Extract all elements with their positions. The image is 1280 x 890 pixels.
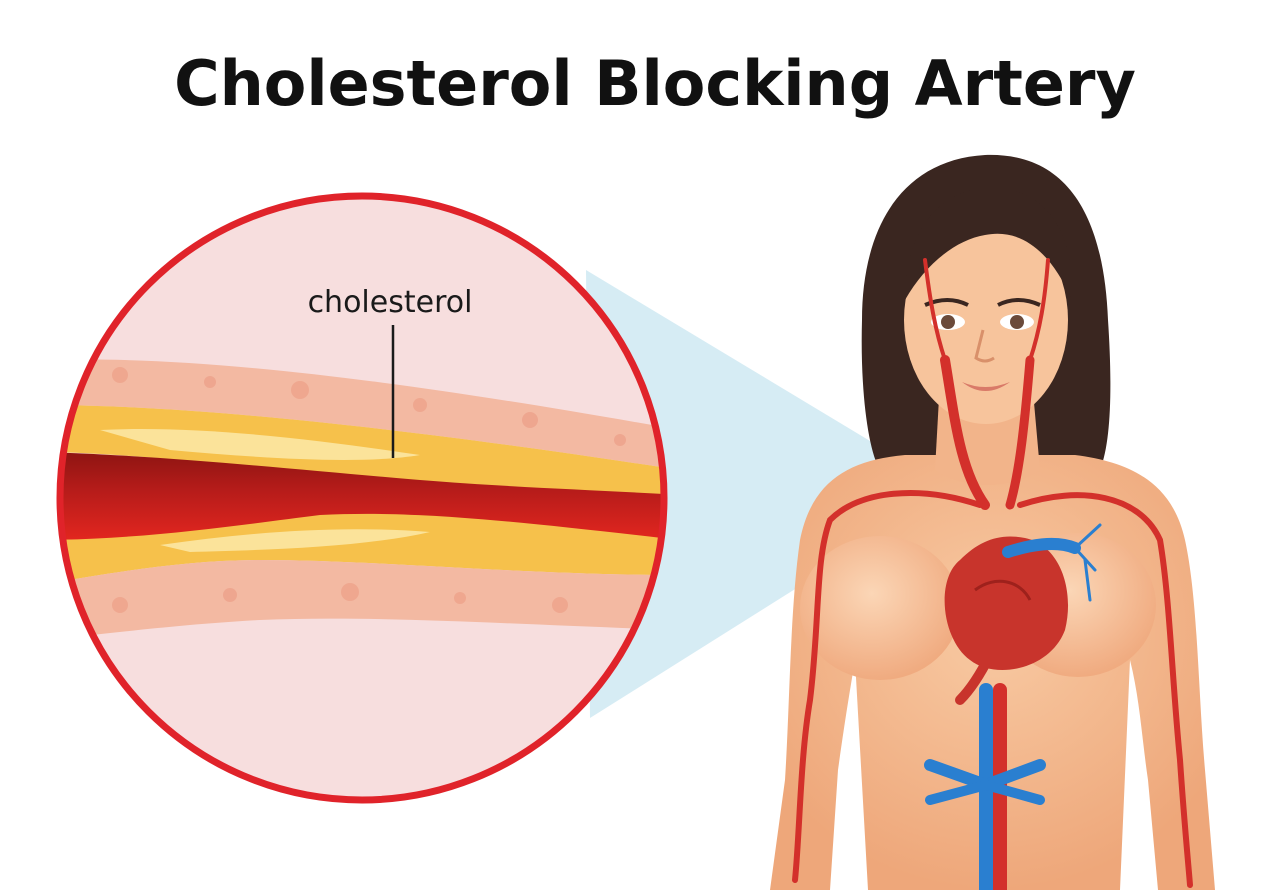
- heart: [944, 536, 1069, 705]
- artery-wall-lower: [60, 560, 664, 640]
- veins: [924, 523, 1102, 890]
- blood-channel: [60, 452, 664, 540]
- magnified-view: cholesterol: [56, 192, 668, 804]
- hair-fringe: [905, 187, 1073, 300]
- page-title: Cholesterol Blocking Artery: [174, 47, 1136, 120]
- nose: [974, 329, 995, 363]
- cholesterol-label: cholesterol: [308, 285, 473, 320]
- magnified-circle-border: [56, 192, 668, 804]
- mouth: [962, 382, 1010, 391]
- artery-wall-upper: [60, 359, 664, 470]
- plaque-lower: [60, 513, 664, 585]
- zoom-cone: [586, 270, 905, 718]
- human-figure: [770, 154, 1215, 890]
- breast-left: [800, 536, 960, 680]
